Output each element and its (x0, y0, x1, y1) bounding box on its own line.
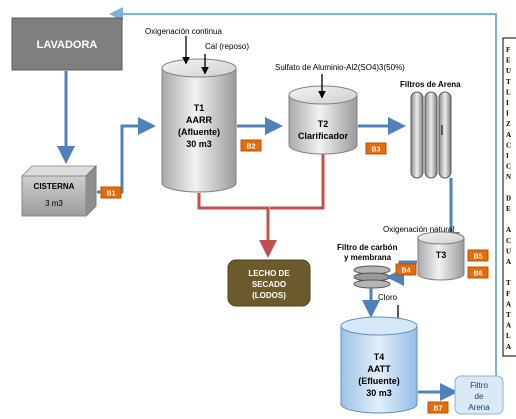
side-panel-letter: A (506, 300, 511, 308)
t4-label-aatt: AATT (367, 364, 391, 374)
svg-text:B1: B1 (107, 191, 116, 198)
side-panel-letter: F (506, 46, 510, 54)
side-panel-letter: A (506, 131, 511, 139)
side-panel-letter: F (506, 290, 510, 298)
lecho-label-1: LECHO DE (248, 269, 290, 278)
side-panel-letter: A (506, 322, 511, 330)
t2-label-clarificador: Clarificador (298, 131, 349, 141)
t4-label: T4 (374, 352, 385, 362)
side-panel-letter: D (506, 194, 511, 202)
side-panel-letter: A (506, 258, 511, 266)
t3-tank-top (417, 231, 465, 245)
badge-b4: B4 (395, 263, 417, 276)
sand-filter-2 (424, 91, 438, 179)
carbon-filter-disc-3 (353, 279, 391, 289)
t1-label-aarr: AARR (186, 115, 212, 125)
svg-text:B7: B7 (434, 406, 443, 413)
side-panel-letter: E (506, 205, 511, 213)
t1-label-volume: 30 m3 (186, 139, 212, 149)
lecho-secado-box (227, 259, 311, 307)
svg-text:B6: B6 (474, 271, 483, 278)
badge-b1: B1 (100, 186, 122, 199)
t3-label: T3 (436, 250, 447, 260)
oxigenacion-natural-label: Oxigenación natural (383, 225, 454, 234)
t2-label: T2 (318, 119, 329, 129)
side-panel-letter: T (506, 279, 511, 287)
side-panel-letter: I (506, 99, 509, 107)
side-panel-letter: L (506, 332, 511, 340)
lavadora-label: LAVADORA (37, 39, 98, 51)
side-panel-letter: N (506, 173, 511, 181)
t4-tank (340, 325, 418, 414)
sulfato-label: Sulfato de Aluminio-Al2(SO4)3(50%) (275, 63, 405, 72)
side-panel-letter: I (506, 110, 509, 118)
cal-label: Cal (reposo) (205, 42, 249, 51)
t4-label-volume: 30 m3 (366, 388, 392, 398)
t2-tank-top (288, 85, 358, 105)
lecho-label-2: SECADO (252, 280, 286, 289)
sludge-flow (197, 193, 277, 258)
badge-b3: B3 (365, 142, 387, 155)
side-panel-letter: C (506, 141, 511, 149)
side-panel-letter: I (506, 152, 509, 160)
lecho-label-3: (LODOS) (252, 291, 286, 300)
filtros-arena-label: Filtros de Arena (400, 80, 461, 89)
t1-tank-top (161, 58, 237, 78)
badge-b7: B7 (427, 401, 449, 414)
oxigenacion-continua-label: Oxigenación continua (145, 27, 222, 36)
side-panel-letter: A (506, 343, 511, 351)
t1-label: T1 (194, 103, 205, 113)
cisterna-top (20, 165, 98, 177)
svg-text:B2: B2 (247, 144, 256, 151)
t2-tank (288, 94, 358, 155)
badge-b5: B5 (467, 249, 489, 262)
side-panel-letter: T (506, 78, 511, 86)
sludge-flow-t2 (270, 154, 325, 210)
svg-text:B3: B3 (372, 147, 381, 154)
svg-text:B5: B5 (474, 254, 483, 261)
t4-label-efluente: (Efluente) (358, 376, 400, 386)
filtro-arena-final-line2: de (475, 392, 484, 401)
side-panel (502, 37, 516, 357)
filtro-membrana-label: y membrana (344, 253, 392, 262)
t1-label-afluente: (Afluente) (178, 127, 220, 137)
cloro-label: Cloro (378, 293, 398, 302)
sand-filter-1 (410, 91, 424, 179)
t4-tank-top (340, 316, 418, 336)
cisterna-title: CISTERNA (34, 182, 75, 191)
filtro-arena-final-line1: Filtro (470, 381, 488, 390)
svg-text:B4: B4 (402, 268, 411, 275)
badge-b6: B6 (467, 266, 489, 279)
lavadora-box (11, 17, 123, 71)
side-panel-letter: L (506, 88, 511, 96)
side-panel-letter: C (506, 163, 511, 171)
t3-tank (417, 237, 465, 281)
filtro-arena-final-line3: Arena (468, 403, 490, 412)
side-panel-letter: C (506, 237, 511, 245)
badge-b2: B2 (240, 139, 262, 152)
side-panel-letter: U (506, 67, 511, 75)
recirculation-line (109, 7, 497, 380)
side-panel-letter: T (506, 311, 511, 319)
cisterna-volume: 3 m3 (45, 199, 63, 208)
side-panel-letter: U (506, 247, 511, 255)
t1-tank (161, 67, 237, 193)
flow-cisterna-t1 (97, 117, 156, 194)
side-panel-letter: A (506, 226, 511, 234)
side-panel-letter: Z (506, 120, 511, 128)
side-panel-letter: E (506, 57, 511, 65)
cisterna-box (21, 175, 87, 217)
filtro-arena-final (454, 375, 504, 415)
sand-filter-3 (438, 91, 452, 179)
filtro-carbon-label: Filtro de carbón (337, 243, 398, 252)
